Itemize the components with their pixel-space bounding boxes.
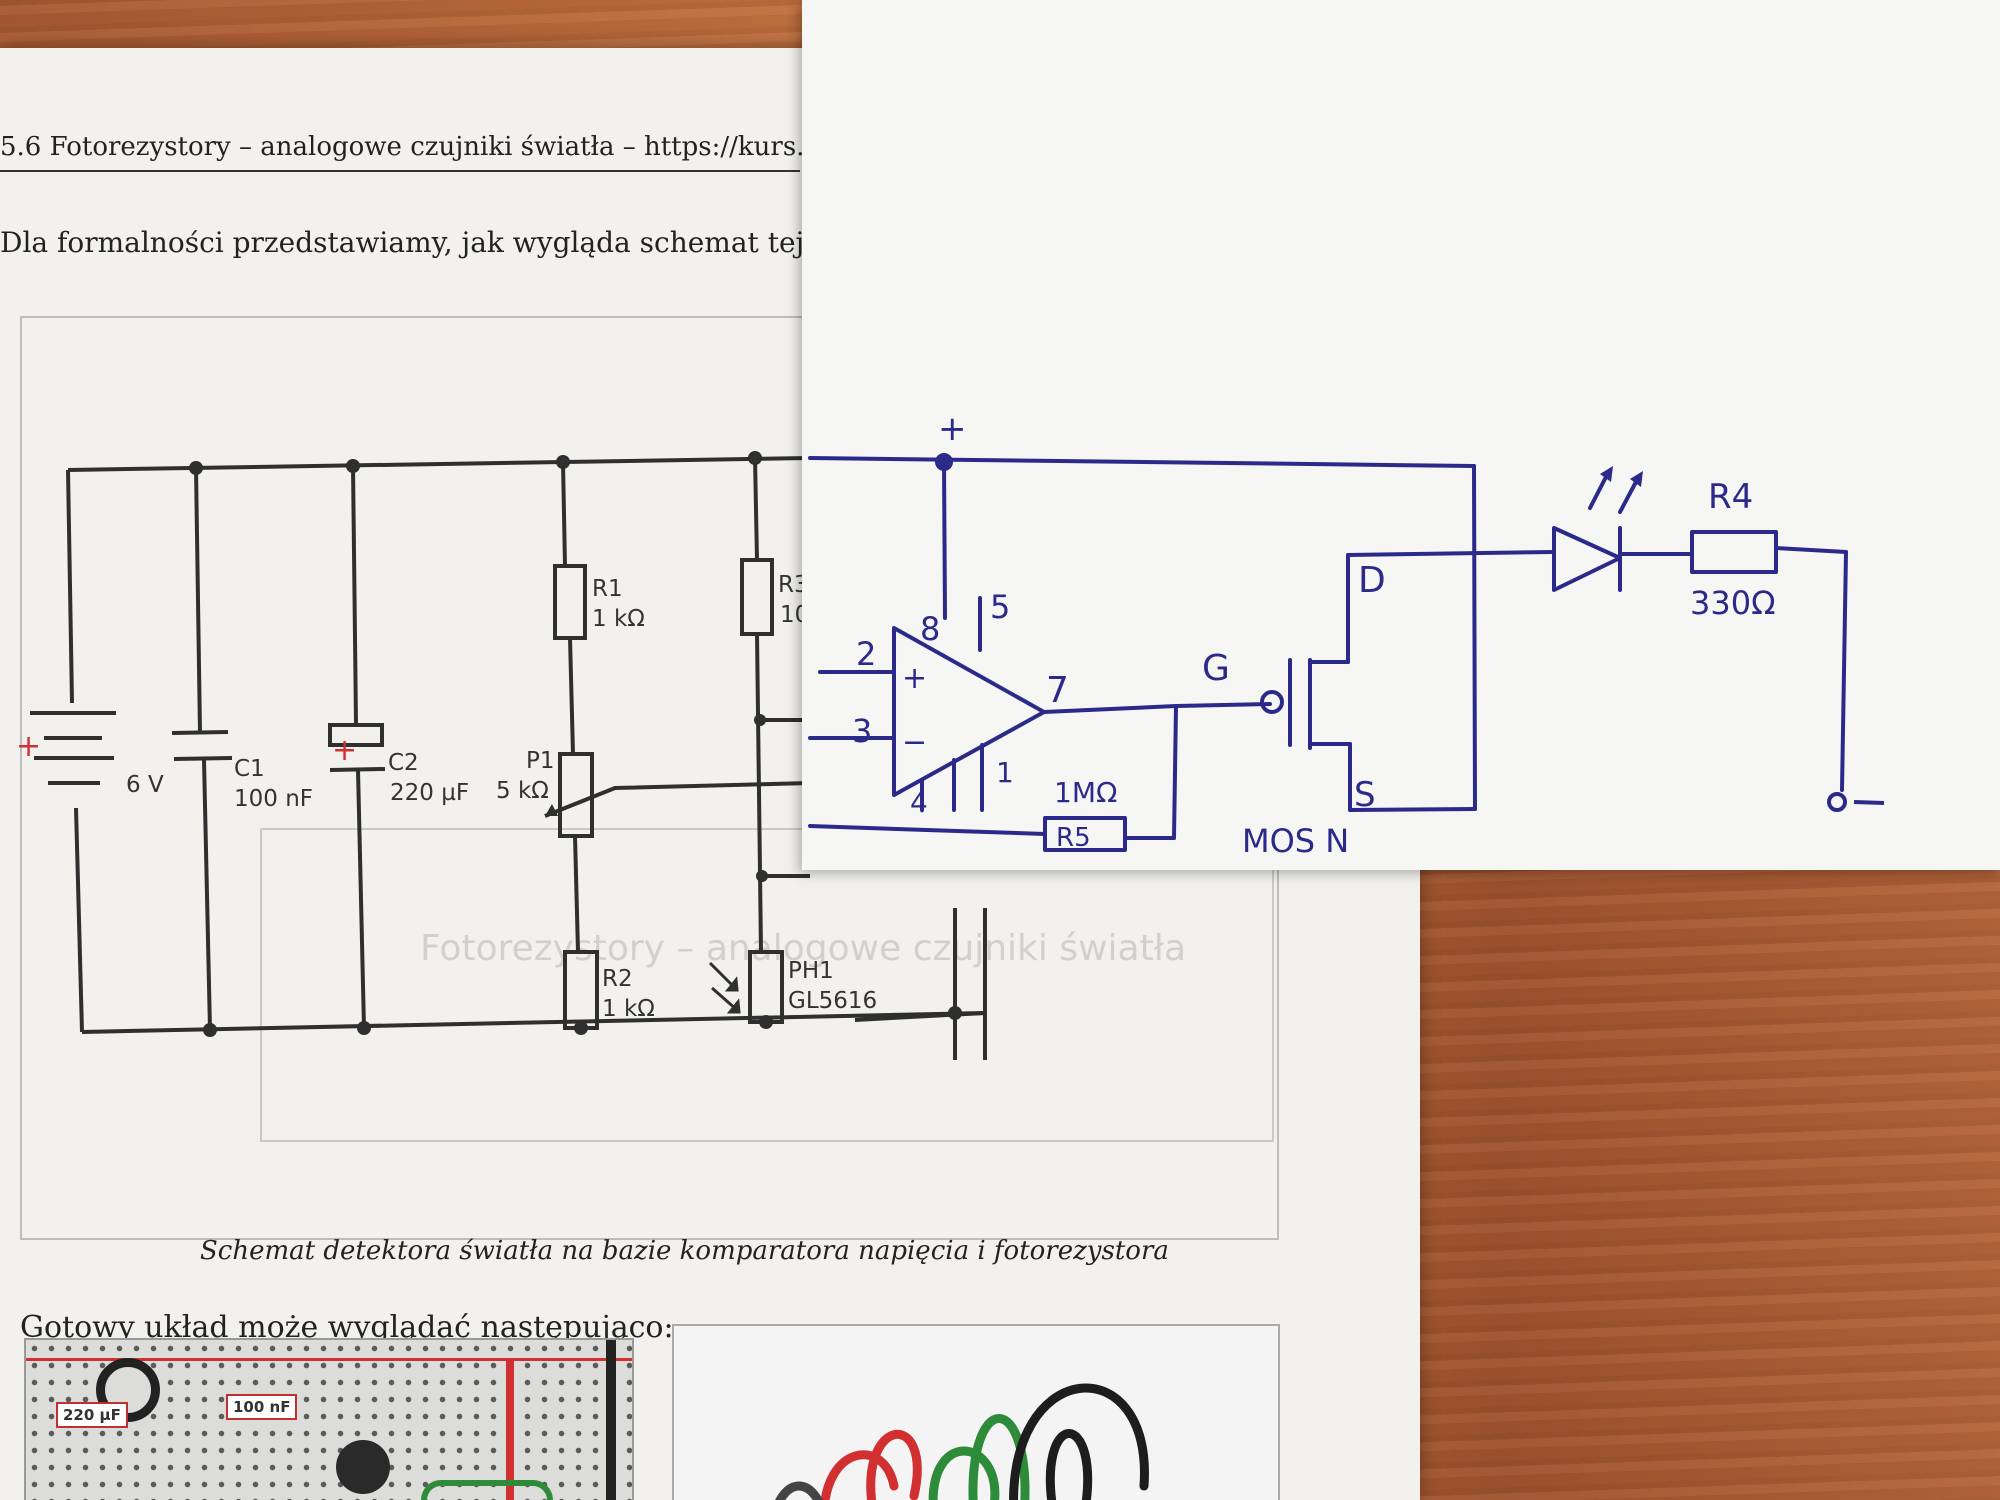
c2-name: C2 bbox=[388, 750, 419, 776]
printed-schematic: + 6 V C1 100 nF + C2 220 µF R1 1 kΩ P1 5… bbox=[16, 451, 987, 1060]
r4-value: 330Ω bbox=[1690, 584, 1776, 622]
gate-label: G bbox=[1202, 648, 1230, 689]
pin-5: 5 bbox=[990, 588, 1010, 626]
photoresistor bbox=[336, 1440, 390, 1494]
r4-label: R4 bbox=[1708, 477, 1753, 517]
minus-terminal bbox=[1827, 792, 1847, 812]
r2-value: 1 kΩ bbox=[602, 996, 655, 1022]
p1-value: 5 kΩ bbox=[496, 778, 549, 804]
ph1-value: GL5616 bbox=[788, 988, 877, 1014]
circuit-photo bbox=[672, 1324, 1280, 1500]
page-header: 5.6 Fotorezystory – analogowe czujniki ś… bbox=[0, 132, 851, 162]
show-through-frame bbox=[260, 828, 1274, 1142]
red-wire bbox=[506, 1360, 514, 1500]
battery-value: 6 V bbox=[126, 772, 164, 798]
pin-3: 3 bbox=[852, 712, 872, 750]
source-label: S bbox=[1354, 775, 1376, 815]
p1-name: P1 bbox=[526, 748, 555, 774]
r5-label: R5 bbox=[1056, 823, 1091, 853]
minus-wire bbox=[1853, 800, 1885, 805]
black-wire bbox=[606, 1340, 616, 1500]
handwritten-note: + 2 3 8 5 7 4 1 + − G D S MOS N R4 330Ω … bbox=[802, 0, 2000, 870]
breadboard-rail bbox=[26, 1358, 632, 1361]
photo-label-100nf: 100 nF bbox=[226, 1394, 298, 1420]
hand-plus: + bbox=[938, 409, 967, 449]
battery-plus: + bbox=[16, 729, 41, 764]
header-rule bbox=[0, 170, 800, 172]
mos-label: MOS N bbox=[1242, 822, 1349, 860]
c1-name: C1 bbox=[234, 756, 265, 782]
r1-name: R1 bbox=[592, 576, 623, 602]
photo-label-220uf: 220 µF bbox=[56, 1402, 128, 1428]
c2-value: 220 µF bbox=[390, 780, 469, 806]
figure-caption: Schemat detektora światła na bazie kompa… bbox=[200, 1236, 1169, 1266]
pin-7: 7 bbox=[1046, 670, 1069, 711]
wire-tangle bbox=[775, 1383, 1149, 1500]
drain-label: D bbox=[1358, 560, 1386, 601]
input-plus: + bbox=[902, 661, 927, 696]
green-wire bbox=[421, 1480, 553, 1500]
pin-4: 4 bbox=[910, 786, 928, 819]
show-through-heading: Fotorezystory – analogowe czujniki świat… bbox=[420, 928, 1187, 969]
c2-plus: + bbox=[332, 733, 357, 768]
pin-1: 1 bbox=[996, 756, 1014, 789]
intro-text: Dla formalności przedstawiamy, jak wyglą… bbox=[0, 226, 838, 259]
r2-name: R2 bbox=[602, 966, 633, 992]
r5-value: 1MΩ bbox=[1054, 776, 1117, 809]
breadboard-photo: 220 µF 100 nF bbox=[24, 1338, 634, 1500]
ph1-name: PH1 bbox=[788, 958, 834, 984]
handwritten-schematic: + 2 3 8 5 7 4 1 + − G D S MOS N R4 330Ω … bbox=[808, 409, 1885, 860]
r1-value: 1 kΩ bbox=[592, 606, 645, 632]
c1-value: 100 nF bbox=[234, 786, 313, 812]
input-minus: − bbox=[902, 725, 927, 760]
pin-2: 2 bbox=[856, 635, 876, 673]
pin-8: 8 bbox=[920, 610, 940, 648]
